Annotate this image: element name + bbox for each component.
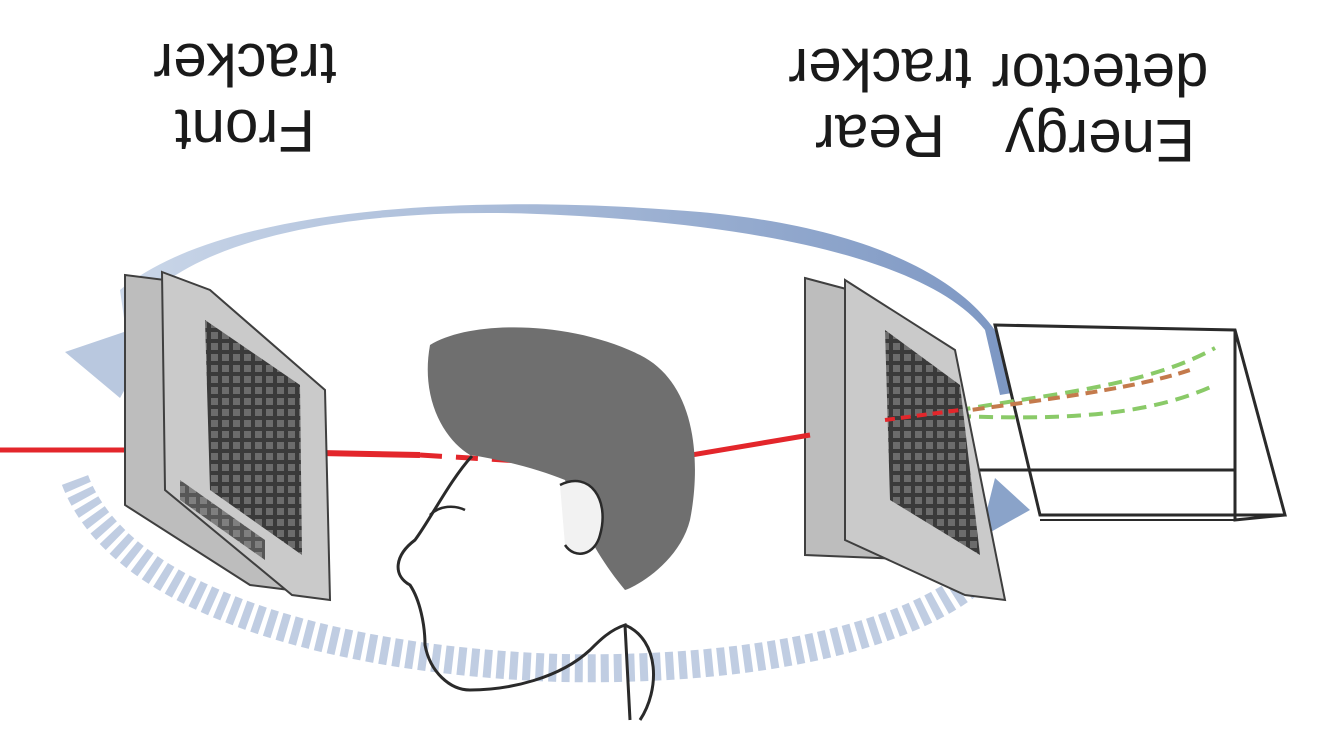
rotation-arrow-bottom bbox=[61, 474, 1030, 683]
rear-tracker bbox=[804, 276, 1007, 602]
ear bbox=[559, 479, 604, 555]
label-front-tracker-line2: tracker bbox=[153, 31, 336, 98]
front-tracker bbox=[124, 270, 332, 602]
label-rear-tracker-line2: tracker bbox=[788, 36, 971, 103]
label-rear-tracker-line1: Rear bbox=[815, 102, 945, 169]
hair bbox=[427, 327, 695, 590]
face-outline bbox=[396, 454, 632, 721]
particle-tracks bbox=[934, 346, 1216, 420]
label-energy-detector-line2: detector bbox=[992, 41, 1209, 108]
eye bbox=[429, 505, 466, 516]
front-tracker-grid bbox=[205, 320, 302, 555]
rear-tracker-grid bbox=[885, 330, 980, 555]
energy-detector-box bbox=[965, 323, 1287, 522]
arrow-head-right bbox=[980, 478, 1030, 538]
label-rear-tracker: Rear tracker bbox=[788, 36, 971, 169]
label-front-tracker: Front tracker bbox=[153, 31, 336, 164]
neck bbox=[624, 623, 655, 721]
patient-head bbox=[396, 327, 695, 721]
label-front-tracker-line1: Front bbox=[175, 97, 315, 164]
label-energy-detector-line1: Energy bbox=[1005, 107, 1195, 174]
label-energy-detector: Energy detector bbox=[992, 41, 1209, 174]
